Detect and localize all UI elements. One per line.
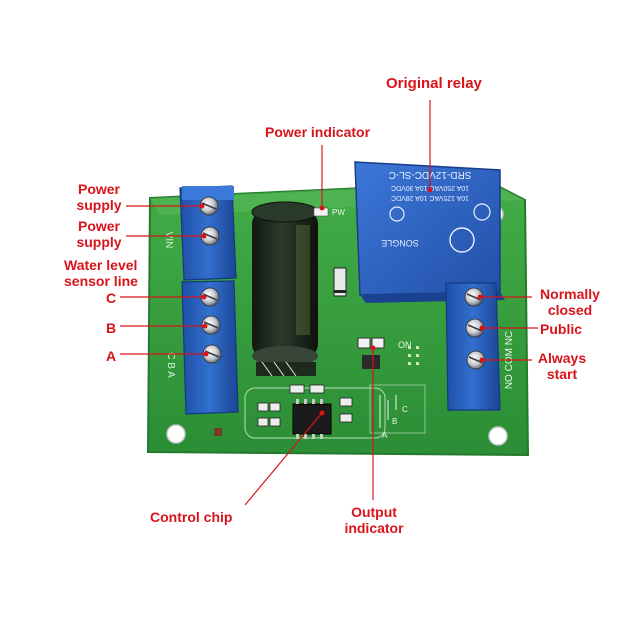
- label-control-chip: Control chip: [150, 509, 233, 525]
- relay-cert-icon: [389, 206, 405, 222]
- silk-level-marks: [379, 395, 397, 428]
- label-b: B: [106, 320, 117, 336]
- label-original-relay: Original relay: [386, 75, 482, 92]
- annotation-lines: [120, 100, 538, 506]
- label-power-supply-1: Power supply: [76, 181, 122, 213]
- label-a: A: [106, 348, 117, 364]
- relay-logo-icon: [449, 227, 475, 253]
- diode: [333, 267, 347, 297]
- label-public: Public: [540, 321, 583, 337]
- relay-cert-icon: [473, 203, 491, 221]
- silk-vin: VIN: [163, 232, 174, 249]
- label-output-indicator: Output indicator: [344, 504, 404, 536]
- silk-on: ON: [398, 340, 412, 350]
- label-power-indicator: Power indicator: [265, 124, 371, 140]
- silk-cba: C B A: [165, 352, 176, 378]
- silk-a: A: [382, 431, 388, 440]
- label-c: C: [106, 290, 117, 306]
- silk-c: C: [402, 405, 408, 414]
- terminal-block-relay-output: NO COM NC: [445, 282, 515, 411]
- label-power-supply-2: Power supply: [76, 218, 122, 250]
- control-chip: [292, 399, 332, 439]
- relay-brand-text: SONGLE: [381, 238, 419, 248]
- terminal-block-cba: C B A: [165, 280, 239, 415]
- silk-b: B: [392, 417, 397, 426]
- pad-grid: [408, 346, 419, 365]
- silk-pw: PW: [332, 208, 345, 217]
- dark-pad: [214, 428, 222, 436]
- smd-components: [257, 384, 353, 427]
- terminal-block-vin: VIN: [163, 185, 237, 281]
- output-led: ON: [357, 337, 412, 369]
- capacitor: [251, 201, 319, 377]
- mount-hole: [488, 426, 508, 446]
- mount-hole: [166, 424, 186, 444]
- annotation-dots: [199, 187, 485, 416]
- relay-rating-text-2: 10A 125VAC 10A 28VDC: [391, 194, 469, 201]
- label-always-start: Always start: [537, 350, 587, 382]
- label-normally-closed: Normally closed: [540, 286, 600, 318]
- label-water-level-sensor-line: Water level sensor line: [64, 257, 138, 289]
